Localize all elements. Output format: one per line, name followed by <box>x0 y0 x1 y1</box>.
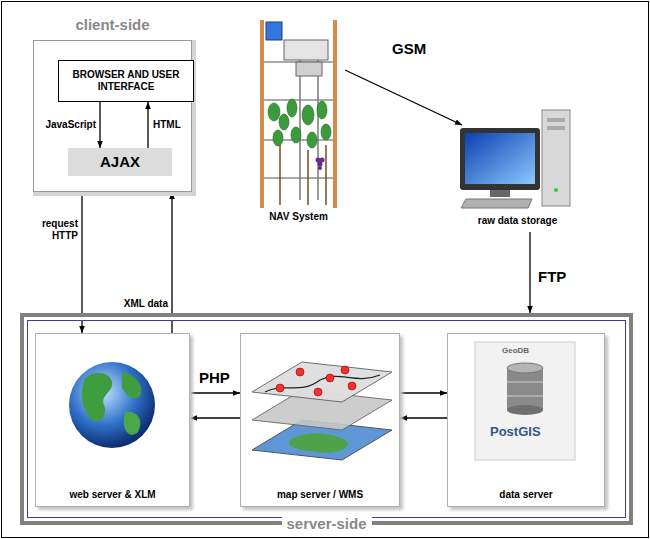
vineyard-illustration-part <box>317 60 319 200</box>
vineyard-illustration-part-part <box>307 132 317 148</box>
edge-label: HTML <box>153 119 187 131</box>
postgis-logo-part <box>507 363 543 373</box>
arrow-connector <box>147 102 148 148</box>
arrow-connector <box>400 392 447 393</box>
postgis-logo-part <box>507 405 543 415</box>
postgis-logo-part <box>507 396 543 397</box>
box-label: BROWSER AND USER INTERFACE <box>59 69 193 93</box>
data-server-box: data server <box>447 333 605 507</box>
box-label: AJAX <box>100 153 140 171</box>
map-layers-icon-part <box>252 362 392 402</box>
edge-label: JavaScript <box>36 119 96 131</box>
vineyard-illustration-part-part <box>318 162 323 167</box>
computer-icon-part <box>547 118 565 122</box>
arrow-connector <box>171 192 172 333</box>
vineyard-illustration-part <box>296 62 322 76</box>
vineyard-illustration-part <box>268 99 331 148</box>
vineyard-illustration-part <box>264 100 333 101</box>
postgis-logo <box>475 342 575 460</box>
computer-icon-part <box>490 190 510 197</box>
map-layers-icon <box>252 362 392 460</box>
computer-icon <box>460 110 570 208</box>
vineyard-illustration-part-part <box>317 101 327 119</box>
map-layers-icon-part <box>265 375 380 392</box>
map-layers-icon-part-part <box>296 368 304 376</box>
vineyard-illustration-part-part <box>325 145 327 205</box>
logo-text: PostGIS <box>490 424 541 439</box>
globe-icon-part <box>122 372 141 398</box>
vineyard-illustration-part <box>280 145 326 205</box>
section-heading: client-side <box>34 16 191 34</box>
vineyard-illustration-part <box>333 20 337 208</box>
box-label: map server / WMS <box>277 489 363 501</box>
edge-label: GSM <box>392 40 442 57</box>
client-panel: client-sideBROWSER AND USER INTERFACEAJA… <box>33 40 192 192</box>
vineyard-illustration-part-part <box>287 99 297 117</box>
globe-icon-part <box>82 373 112 421</box>
section-heading: server-side <box>281 515 371 533</box>
storage-computer: raw data storage <box>455 125 580 232</box>
map-layers-icon-part-part <box>326 374 334 382</box>
computer-icon-part <box>461 199 532 208</box>
map-layers-icon-part-part <box>348 382 356 390</box>
vineyard-illustration-part <box>264 178 333 179</box>
box-label: data server <box>499 489 552 501</box>
edge-label: PHP <box>199 369 239 386</box>
vineyard-illustration-part-part <box>279 114 289 130</box>
vineyard-illustration-part-part <box>302 105 314 125</box>
globe-icon <box>69 362 155 448</box>
arrow-connector <box>190 417 240 418</box>
vineyard-illustration <box>260 20 337 208</box>
map-layers-icon-part <box>289 433 348 452</box>
computer-icon-part <box>465 133 535 184</box>
computer-icon-part <box>542 110 570 206</box>
computer-icon-part <box>547 126 565 130</box>
vineyard-illustration-part-part <box>268 103 280 121</box>
computer-icon-part <box>554 188 558 192</box>
arrow-connector <box>529 232 530 313</box>
server-panel: server-sideweb server & XLMmap server / … <box>20 313 633 525</box>
vineyard-illustration-part-part <box>321 124 331 140</box>
map-layers-icon-part-part <box>314 388 322 396</box>
box-label: raw data storage <box>478 215 557 227</box>
vineyard-illustration-part <box>316 158 325 171</box>
logo-text: GeoDB <box>502 346 529 355</box>
postgis-logo-part <box>507 368 543 410</box>
vineyard-illustration-part-part <box>291 127 301 143</box>
postgis-logo-part <box>475 342 575 460</box>
box-label: NAV System <box>269 211 328 223</box>
ajax-box: AJAX <box>68 148 172 176</box>
vineyard-illustration-part <box>284 40 328 60</box>
map-layers-icon-part-part <box>341 366 349 374</box>
globe-icon-part <box>69 362 155 448</box>
arrow-connector <box>345 70 462 125</box>
vineyard-illustration-part-part <box>318 166 322 170</box>
arrow-connector <box>81 192 82 333</box>
vineyard-illustration-part-part <box>279 145 281 205</box>
edge-label: request HTTP <box>28 218 78 241</box>
vineyard-illustration-part <box>266 22 282 40</box>
ui-box: BROWSER AND USER INTERFACE <box>58 60 194 102</box>
web-server-box: web server & XLM <box>35 333 190 507</box>
computer-icon-part <box>460 128 540 190</box>
map-layers-icon-part-part <box>276 384 284 392</box>
edge-label: FTP <box>538 268 578 285</box>
globe-icon-part <box>124 412 141 435</box>
arrow-connector <box>190 392 240 393</box>
arrow-connector <box>99 102 100 148</box>
vineyard-illustration-part-part <box>273 130 283 146</box>
arrow-connector <box>400 417 447 418</box>
edge-label: XML data <box>104 298 168 310</box>
vineyard-illustration-part-part <box>307 150 309 205</box>
map-layers-icon-part <box>276 366 356 396</box>
postgis-logo-part <box>507 382 543 383</box>
vineyard-illustration-part <box>260 20 264 208</box>
map-server-box: map server / WMS <box>240 333 400 507</box>
box-label: web server & XLM <box>69 489 155 501</box>
nav-system: NAV System <box>252 18 345 228</box>
